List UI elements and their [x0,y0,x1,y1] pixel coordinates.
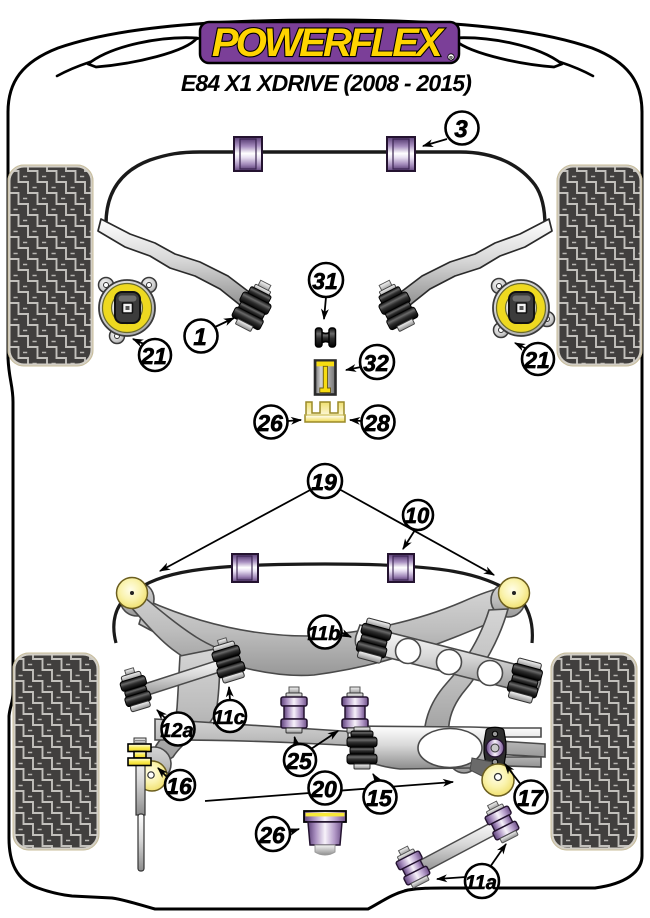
svg-text:32: 32 [363,350,389,376]
svg-text:R: R [449,55,453,61]
svg-text:11a: 11a [465,872,497,894]
svg-text:17: 17 [517,785,544,811]
svg-text:11c: 11c [213,707,245,729]
svg-text:28: 28 [363,410,390,436]
svg-text:POWERFLEX: POWERFLEX [212,21,445,65]
svg-text:31: 31 [312,268,338,294]
svg-text:10: 10 [405,503,430,528]
svg-text:E84 X1 XDRIVE (2008 - 2015): E84 X1 XDRIVE (2008 - 2015) [181,70,471,96]
svg-text:12a: 12a [160,720,193,742]
svg-text:20: 20 [310,776,337,802]
svg-text:15: 15 [366,785,393,811]
svg-text:1: 1 [193,324,206,351]
svg-text:16: 16 [166,773,192,799]
svg-text:25: 25 [285,748,313,774]
svg-text:21: 21 [140,343,167,369]
svg-text:11b: 11b [308,623,341,645]
svg-text:19: 19 [311,469,337,495]
svg-text:26: 26 [256,410,283,436]
svg-text:3: 3 [454,116,468,143]
svg-text:26: 26 [258,822,285,848]
svg-text:21: 21 [523,347,550,373]
